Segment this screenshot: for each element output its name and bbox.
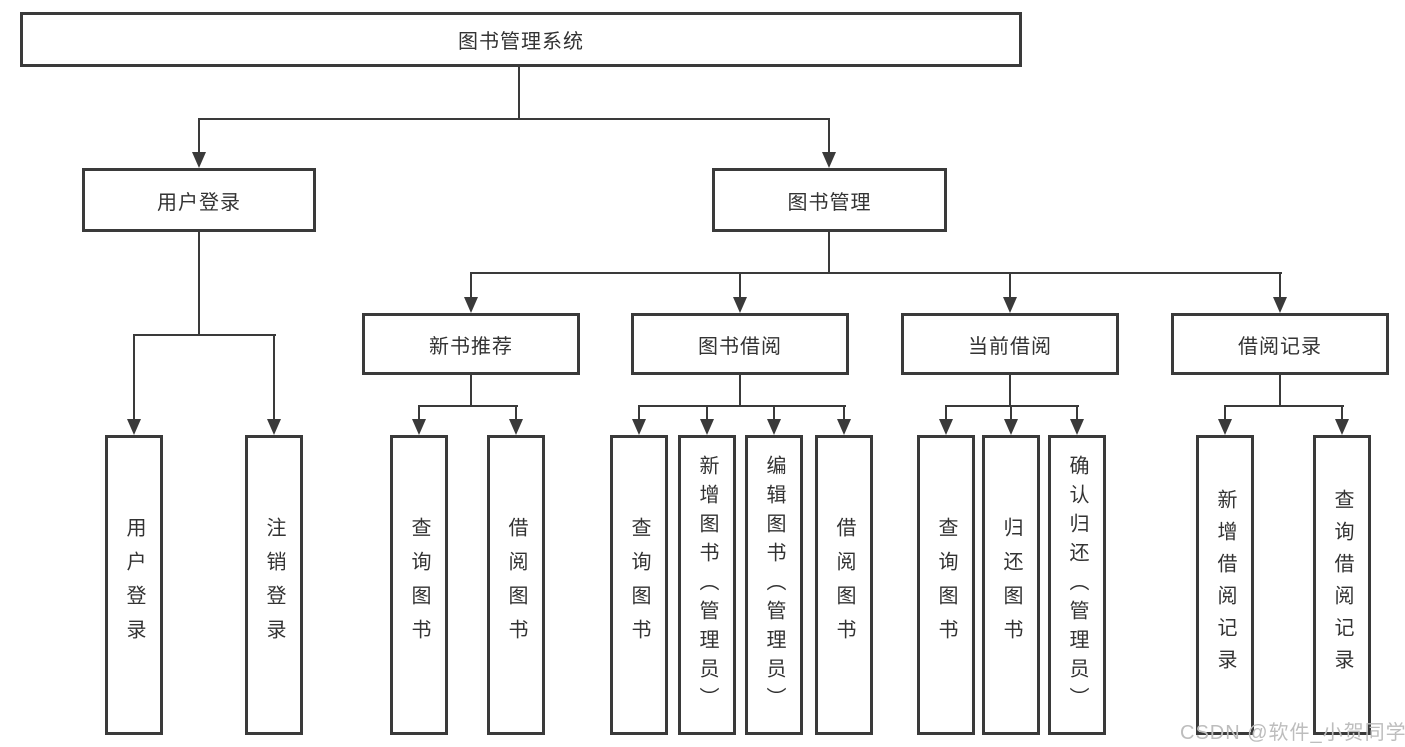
node-label: 新书推荐 [429,335,513,358]
arrow-down-icon [267,419,281,435]
connector-line [739,375,741,407]
arrow-down-icon [733,297,747,313]
connector-line [828,118,830,154]
arrow-down-icon [700,419,714,435]
connector-line [638,405,640,419]
connector-line [1076,405,1078,419]
connector-line [418,405,518,407]
connector-line [198,118,200,154]
leaf-edit-books-admin: 编辑图书（管理员） [745,435,803,735]
arrow-down-icon [127,419,141,435]
connector-line [470,375,472,407]
leaf-query-books-borrowing: 查询图书 [610,435,668,735]
connector-line [773,405,775,419]
connector-line [1224,405,1344,407]
node-label: 用户登录 [157,191,241,214]
node-label: 归还图书 [1000,517,1022,653]
connector-line [518,67,520,120]
connector-line [1341,405,1343,419]
node-label: 用户登录 [123,517,145,653]
node-label: 注销登录 [263,517,285,653]
leaf-return-books: 归还图书 [982,435,1040,735]
arrow-down-icon [1335,419,1349,435]
leaf-confirm-return-admin: 确认归还（管理员） [1048,435,1106,735]
arrow-down-icon [632,419,646,435]
node-current-borrowing: 当前借阅 [901,313,1119,375]
leaf-add-borrow-record: 新增借阅记录 [1196,435,1254,735]
arrow-down-icon [412,419,426,435]
arrow-down-icon [1004,419,1018,435]
connector-line [828,232,830,274]
connector-line [843,405,845,419]
csdn-watermark: CSDN @软件_小贺同学 [1180,722,1405,744]
leaf-logout: 注销登录 [245,435,303,735]
connector-line [133,334,276,336]
node-root-library-system: 图书管理系统 [20,12,1022,67]
node-label: 查询图书 [628,517,650,653]
node-book-management-branch: 图书管理 [712,168,947,232]
node-label: 图书管理系统 [458,31,584,53]
connector-line [133,334,135,419]
node-label: 编辑图书（管理员） [763,454,785,716]
node-label: 确认归还（管理员） [1066,454,1088,716]
node-label: 查询借阅记录 [1331,489,1353,681]
connector-line [945,405,1079,407]
arrow-down-icon [1070,419,1084,435]
node-label: 新增借阅记录 [1214,489,1236,681]
node-label: 借阅记录 [1238,335,1322,358]
connector-line [1009,375,1011,407]
connector-line [470,272,472,297]
node-label: 借阅图书 [505,517,527,653]
node-label: 图书管理 [787,191,872,214]
connector-line [198,232,200,336]
leaf-borrow-books-recommend: 借阅图书 [487,435,545,735]
leaf-user-login: 用户登录 [105,435,163,735]
connector-line [198,118,830,120]
arrow-down-icon [837,419,851,435]
connector-line [418,405,420,419]
arrow-down-icon [1273,297,1287,313]
node-book-borrowing: 图书借阅 [631,313,849,375]
connector-line [638,405,846,407]
node-label: 借阅图书 [833,517,855,653]
node-label: 图书借阅 [698,335,782,358]
node-user-login-branch: 用户登录 [82,168,316,232]
connector-line [470,272,1282,274]
arrow-down-icon [939,419,953,435]
connector-line [739,272,741,297]
node-label: 查询图书 [408,517,430,653]
arrow-down-icon [1218,419,1232,435]
node-label: 当前借阅 [968,335,1052,358]
node-new-book-recommendation: 新书推荐 [362,313,580,375]
arrow-down-icon [509,419,523,435]
arrow-down-icon [464,297,478,313]
node-label: 新增图书（管理员） [696,454,718,716]
connector-line [1009,272,1011,297]
leaf-add-books-admin: 新增图书（管理员） [678,435,736,735]
leaf-query-books-current: 查询图书 [917,435,975,735]
connector-line [1224,405,1226,419]
node-label: 查询图书 [935,517,957,653]
node-borrowing-records: 借阅记录 [1171,313,1389,375]
leaf-query-books-recommend: 查询图书 [390,435,448,735]
arrow-down-icon [767,419,781,435]
arrow-down-icon [192,152,206,168]
connector-line [273,334,275,419]
leaf-borrow-books-borrowing: 借阅图书 [815,435,873,735]
arrow-down-icon [822,152,836,168]
connector-line [1279,272,1281,297]
connector-line [515,405,517,419]
leaf-query-borrow-record: 查询借阅记录 [1313,435,1371,735]
arrow-down-icon [1003,297,1017,313]
connector-line [1010,405,1012,419]
connector-line [1279,375,1281,407]
connector-line [706,405,708,419]
connector-line [945,405,947,419]
